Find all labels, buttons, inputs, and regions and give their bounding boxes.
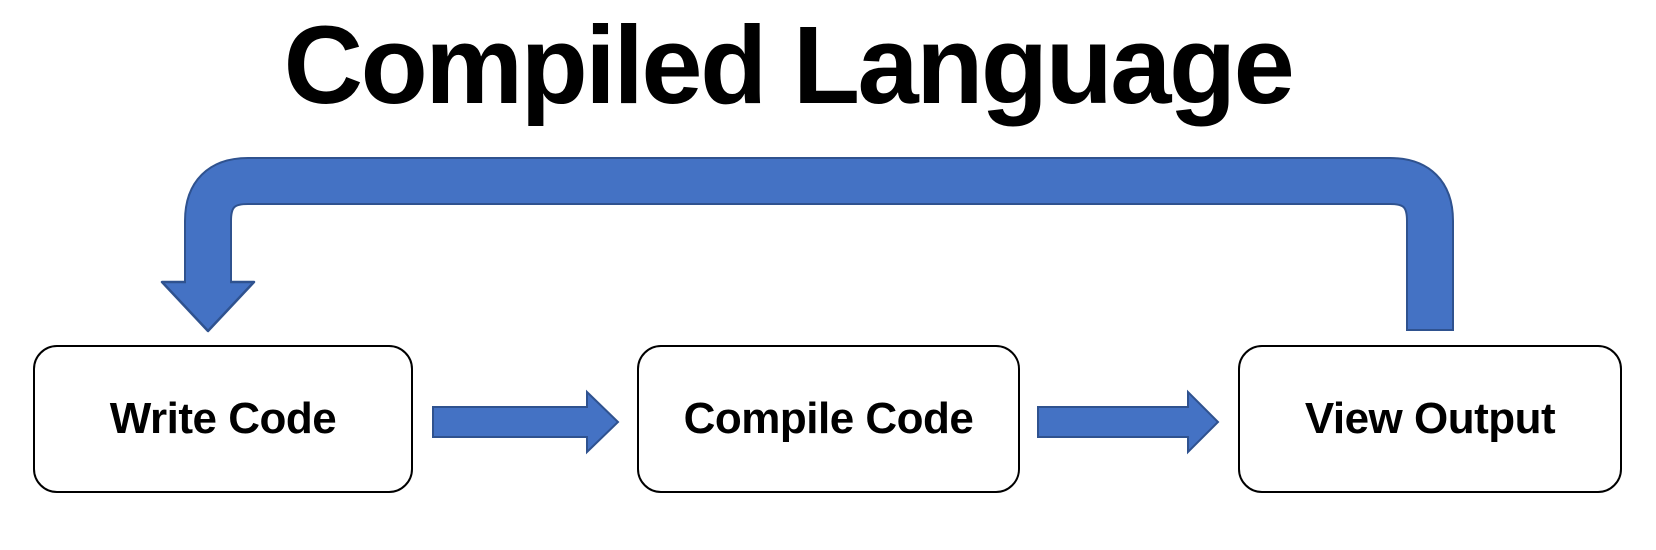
node-view-output-label: View Output <box>1304 394 1556 443</box>
loop-arrow-shaft <box>186 159 1452 329</box>
loop-arrowhead-icon <box>160 280 256 333</box>
flow-arrow-compile-to-view <box>1037 389 1220 455</box>
node-compile-code: Compile Code <box>637 345 1020 493</box>
flow-arrow-write-to-compile <box>432 389 620 455</box>
node-write-code: Write Code <box>33 345 413 493</box>
node-view-output: View Output <box>1238 345 1622 493</box>
diagram-title: Compiled Language <box>283 4 1295 127</box>
loop-arrow <box>160 157 1454 333</box>
node-write-code-label: Write Code <box>109 394 337 443</box>
node-compile-code-label: Compile Code <box>683 394 974 443</box>
loop-arrow-outline <box>184 157 1454 331</box>
